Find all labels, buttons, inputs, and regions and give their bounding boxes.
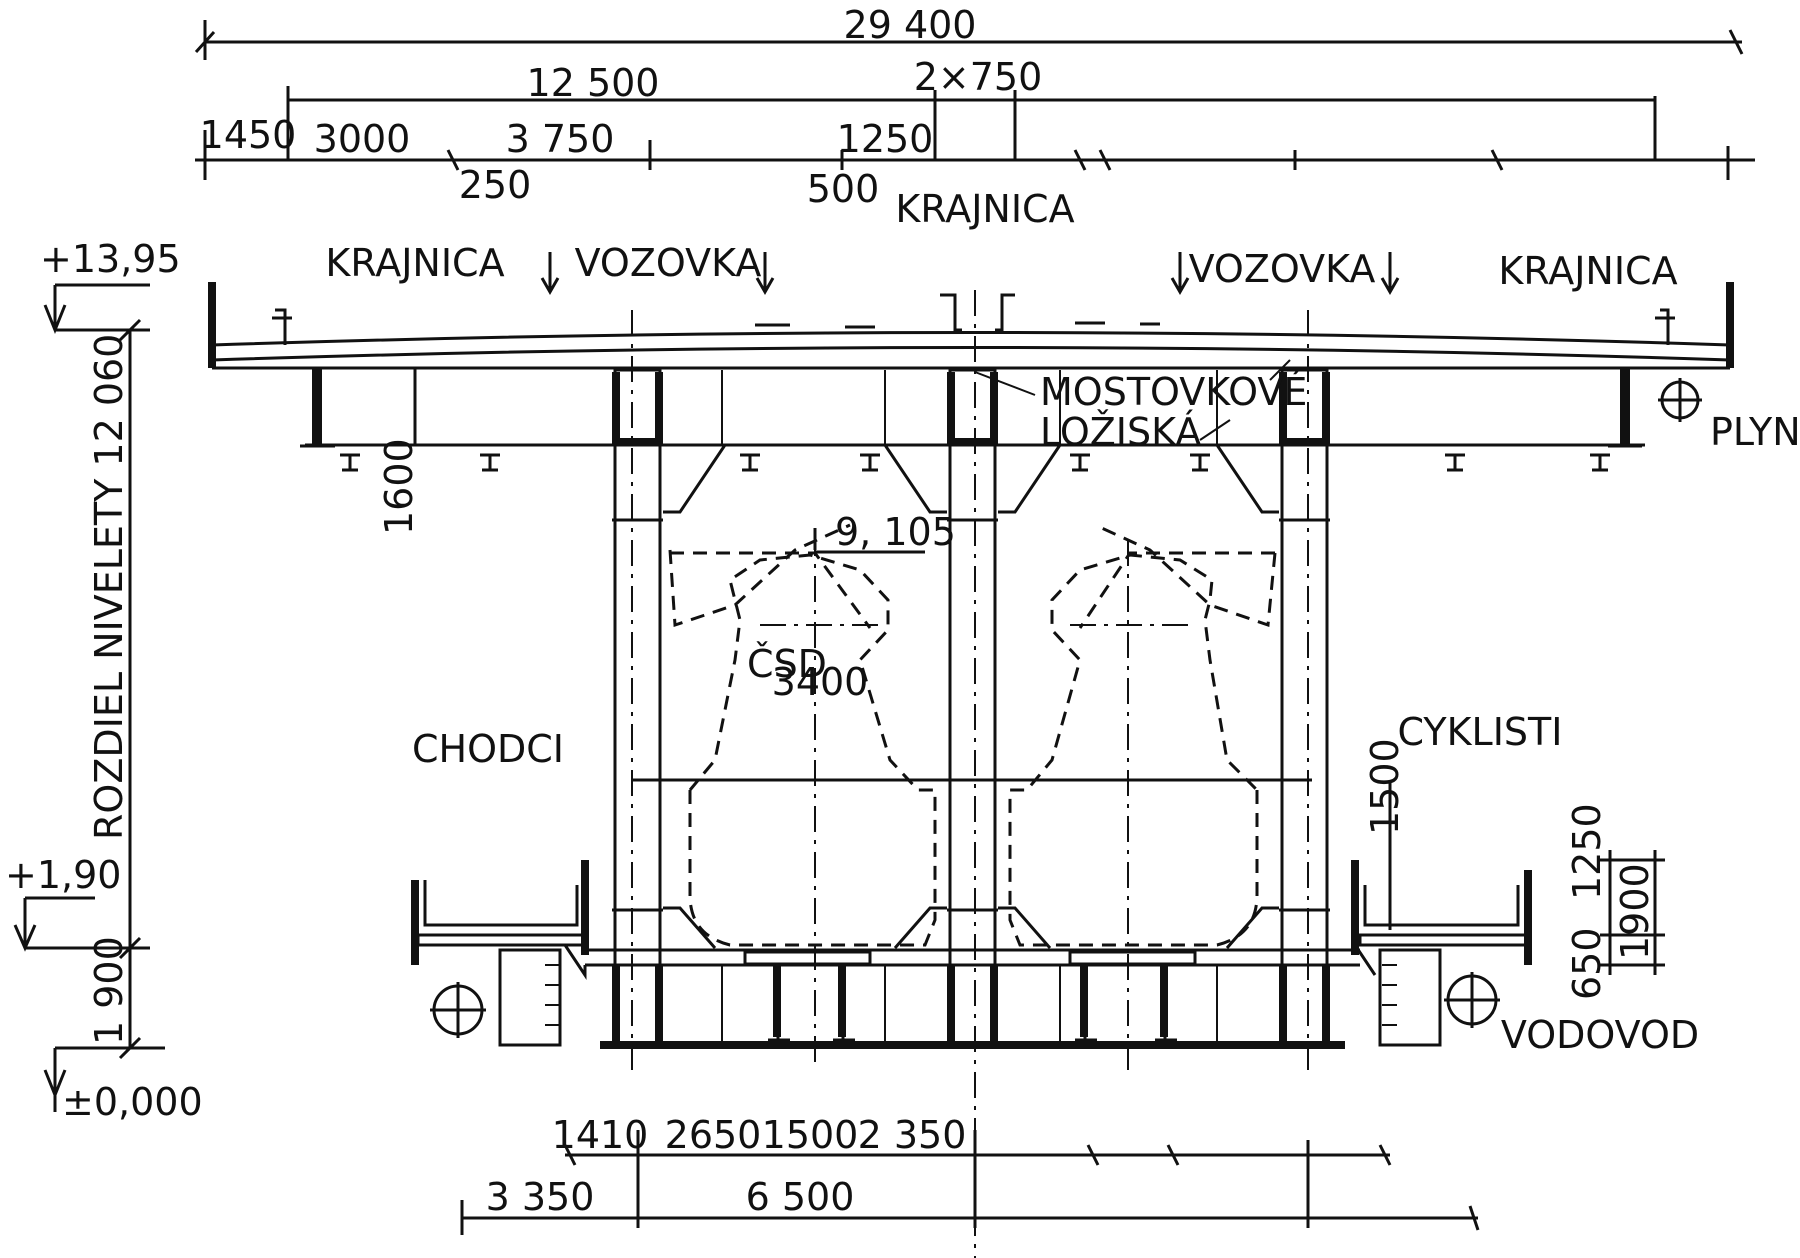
dim-3000: 3000: [314, 117, 411, 161]
dim-side-c: 650: [1565, 927, 1609, 1000]
level-base: ±0,000: [62, 1080, 203, 1124]
bearings-callout: MOSTOVKOVÉ LOŽISKÁ: [974, 359, 1307, 454]
level-mid: +1,90: [5, 853, 121, 897]
dim-rail-width: 3400: [772, 660, 869, 704]
rail-clearance-gauges: 9, 105 3400 ČSD: [631, 290, 1312, 1258]
dim-c1: 3 350: [486, 1175, 595, 1219]
dim-side-b: 1900: [1613, 863, 1657, 960]
upper-deck: 1600: [208, 282, 1734, 535]
dim-lane-pair: 2×750: [914, 55, 1043, 99]
label-bearings-1: MOSTOVKOVÉ: [1040, 370, 1307, 414]
dim-1250: 1250: [837, 117, 934, 161]
label-krajnica-right: KRAJNICA: [1498, 249, 1677, 293]
dim-b1: 1410: [552, 1113, 649, 1157]
dim-b3: 1500: [762, 1113, 859, 1157]
arrow-down-icon: [1170, 252, 1190, 296]
label-water: VODOVOD: [1501, 1013, 1699, 1057]
arrow-down-icon: [1380, 252, 1400, 296]
dim-side-a: 1250: [1565, 803, 1609, 900]
dim-500: 500: [807, 167, 880, 211]
label-rail: ČSD: [747, 642, 827, 686]
lane-labels: KRAJNICA VOZOVKA VOZOVKA KRAJNICA: [325, 241, 1678, 296]
label-gas: PLYN: [1710, 410, 1800, 454]
lower-deck: [585, 948, 1360, 1049]
label-cyclists: CYKLISTI: [1398, 710, 1563, 754]
dim-half-width: 12 500: [527, 61, 660, 105]
label-pedestrians: CHODCI: [412, 727, 564, 771]
label-bearings-2: LOŽISKÁ: [1040, 410, 1201, 454]
label-krajnica-left: KRAJNICA: [325, 241, 504, 285]
dim-b4: 2 350: [858, 1113, 967, 1157]
walkway-right: CYKLISTI VODOVOD 1500 1250 1900 650: [1351, 710, 1699, 1057]
dim-1450: 1450: [200, 113, 297, 157]
level-top: +13,95: [40, 237, 181, 281]
level-markers: +13,95 +1,90 ±0,000 ROZDIEL NIVELETY 12 …: [5, 237, 203, 1124]
dim-rail-level: 9, 105: [835, 510, 956, 554]
level-lower-dim: 1 900: [87, 936, 131, 1045]
dim-3750: 3 750: [506, 117, 615, 161]
gas-pipe: PLYN: [1658, 378, 1800, 454]
dim-overall: 29 400: [844, 3, 977, 47]
dim-b2: 2650: [665, 1113, 762, 1157]
arrow-down-icon: [755, 252, 775, 296]
dim-girder-depth: 1600: [377, 438, 421, 535]
arrow-down-icon: [540, 252, 560, 296]
walkway-left: CHODCI: [411, 727, 589, 1047]
dim-cycle-clearance: 1500: [1363, 738, 1407, 835]
label-krajnica-top: KRAJNICA: [895, 187, 1074, 231]
label-vozovka-right: VOZOVKA: [1189, 247, 1376, 291]
level-difference: ROZDIEL NIVELETY 12 060: [87, 334, 131, 840]
bottom-dimension-chains: 1410 2650 1500 2 350 3 350 6 500: [460, 1113, 1480, 1235]
label-vozovka-left: VOZOVKA: [575, 241, 762, 285]
dim-250: 250: [459, 163, 532, 207]
dim-c2: 6 500: [746, 1175, 855, 1219]
top-dimension-chains: 29 400 12 500 2×750 1450 3000 3 750 1250…: [194, 3, 1755, 231]
